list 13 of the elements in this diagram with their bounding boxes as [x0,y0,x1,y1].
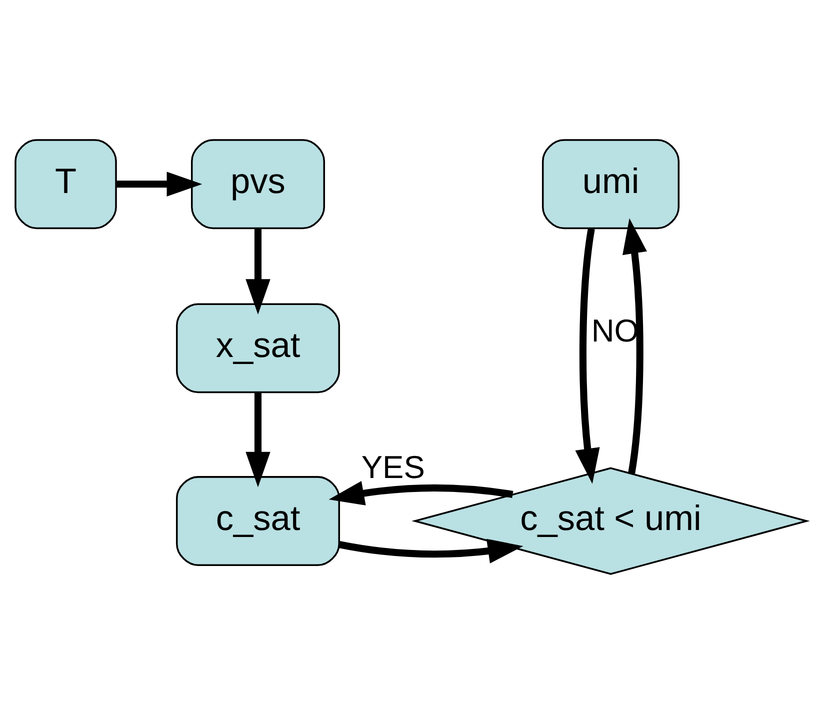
arrow [246,392,270,487]
arrow [116,171,202,196]
node-box: c_sat [176,476,340,566]
arrow [622,218,647,474]
arrow [338,538,524,563]
arrow [246,228,270,314]
node-box: T [14,138,117,229]
node-box: pvs [190,138,326,229]
arrow [328,480,514,505]
arrow [575,228,600,484]
node-box: x_sat [176,302,340,393]
edge-label: NO [591,312,639,348]
node-box: umi [542,138,680,229]
